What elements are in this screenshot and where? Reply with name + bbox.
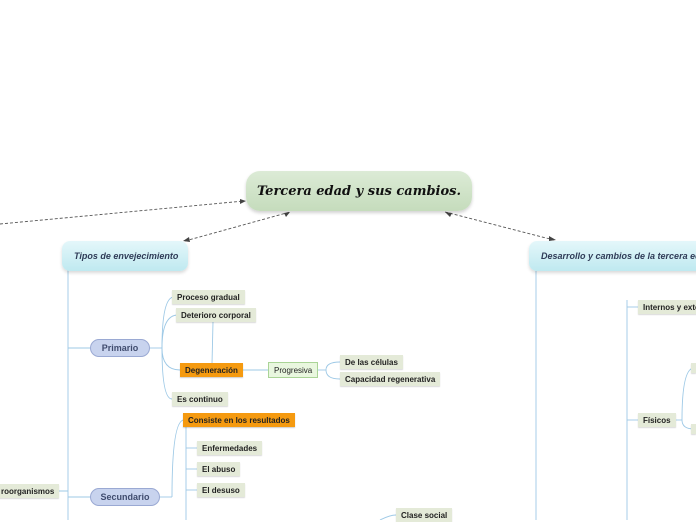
main-topic-label: Tipos de envejecimiento: [74, 251, 179, 261]
subtopic-label: Secundario: [100, 492, 150, 502]
leaf-label: Físicos: [643, 415, 671, 425]
leaf-progresiva[interactable]: Progresiva: [268, 362, 319, 378]
offscreen-node-upper[interactable]: [691, 363, 696, 373]
main-topic-tipos-envejecimiento[interactable]: Tipos de envejecimiento: [62, 241, 188, 271]
leaf-label: Internos y exter: [643, 302, 696, 312]
arrowhead-central-left: [240, 199, 246, 204]
leaf-enfermedades[interactable]: Enfermedades: [197, 441, 263, 455]
leaf-proceso-gradual[interactable]: Proceso gradual: [172, 290, 245, 304]
subtopic-primario[interactable]: Primario: [90, 339, 150, 357]
leaf-el-desuso[interactable]: El desuso: [197, 483, 245, 497]
dashed-link-right-topic: [444, 211, 555, 241]
leaf-clase-social[interactable]: Clase social: [396, 508, 453, 522]
leaf-label: De las células: [345, 357, 398, 367]
leaf-es-continuo[interactable]: Es continuo: [172, 392, 228, 406]
leaf-internos-externos[interactable]: Internos y exter: [638, 300, 696, 314]
arrowhead-central-right: [445, 212, 452, 217]
central-topic[interactable]: Tercera edad y sus cambios.: [246, 171, 472, 211]
progresiva-to-celulas: [325, 361, 341, 371]
subtopic-label: Primario: [101, 343, 139, 353]
leaf-label: Clase social: [401, 510, 448, 520]
leaf-label: Capacidad regenerativa: [345, 374, 436, 384]
primario-to-degeneracion: [161, 347, 181, 371]
leaf-label: Degeneración: [185, 365, 238, 375]
leaf-label: roorganismos: [1, 486, 55, 496]
leaf-capacidad-regenerativa[interactable]: Capacidad regenerativa: [340, 372, 441, 386]
leaf-label: Es continuo: [177, 394, 223, 404]
leaf-label: El desuso: [202, 485, 240, 495]
subtopic-secundario[interactable]: Secundario: [90, 488, 160, 506]
leaf-label: Enfermedades: [202, 443, 258, 453]
leaf-label: Consiste en los resultados: [188, 415, 290, 425]
arrowhead-right-topic: [549, 236, 556, 241]
leaf-el-abuso[interactable]: El abuso: [197, 462, 241, 476]
leaf-label: El abuso: [202, 464, 236, 474]
leaf-label: Proceso gradual: [177, 292, 240, 302]
leaf-label: Deterioro corporal: [181, 310, 251, 320]
to-clase-social: [379, 514, 397, 520]
primario-to-deterioro: [161, 314, 179, 349]
dashed-link-offscreen-left: [0, 200, 245, 225]
leaf-de-las-celulas[interactable]: De las células: [340, 355, 403, 369]
leaf-deterioro-corporal[interactable]: Deterioro corporal: [176, 308, 256, 322]
offscreen-node-lower[interactable]: [691, 424, 696, 434]
leaf-fisicos[interactable]: Físicos: [638, 413, 676, 427]
primario-to-continuo: [161, 347, 173, 400]
secundario-to-consiste: [171, 419, 185, 498]
main-topic-desarrollo-cambios[interactable]: Desarrollo y cambios de la tercera ed: [529, 241, 696, 271]
leaf-degeneracion[interactable]: Degeneración: [180, 363, 243, 377]
main-topic-label: Desarrollo y cambios de la tercera ed: [541, 251, 696, 261]
fisicos-to-upper: [681, 367, 695, 421]
arrowhead-left-topic: [183, 237, 190, 242]
leaf-consiste-resultados[interactable]: Consiste en los resultados: [183, 413, 295, 427]
central-topic-label: Tercera edad y sus cambios.: [256, 183, 462, 199]
dashed-link-left-topic: [184, 211, 291, 242]
deterioro-to-degeneracion: [211, 321, 214, 365]
primario-to-proceso: [161, 296, 175, 349]
arrowhead-central-bottom: [284, 212, 290, 217]
leaf-label: Progresiva: [274, 365, 313, 375]
progresiva-to-capacidad: [325, 369, 341, 380]
leaf-microorganismos[interactable]: roorganismos: [0, 484, 60, 498]
